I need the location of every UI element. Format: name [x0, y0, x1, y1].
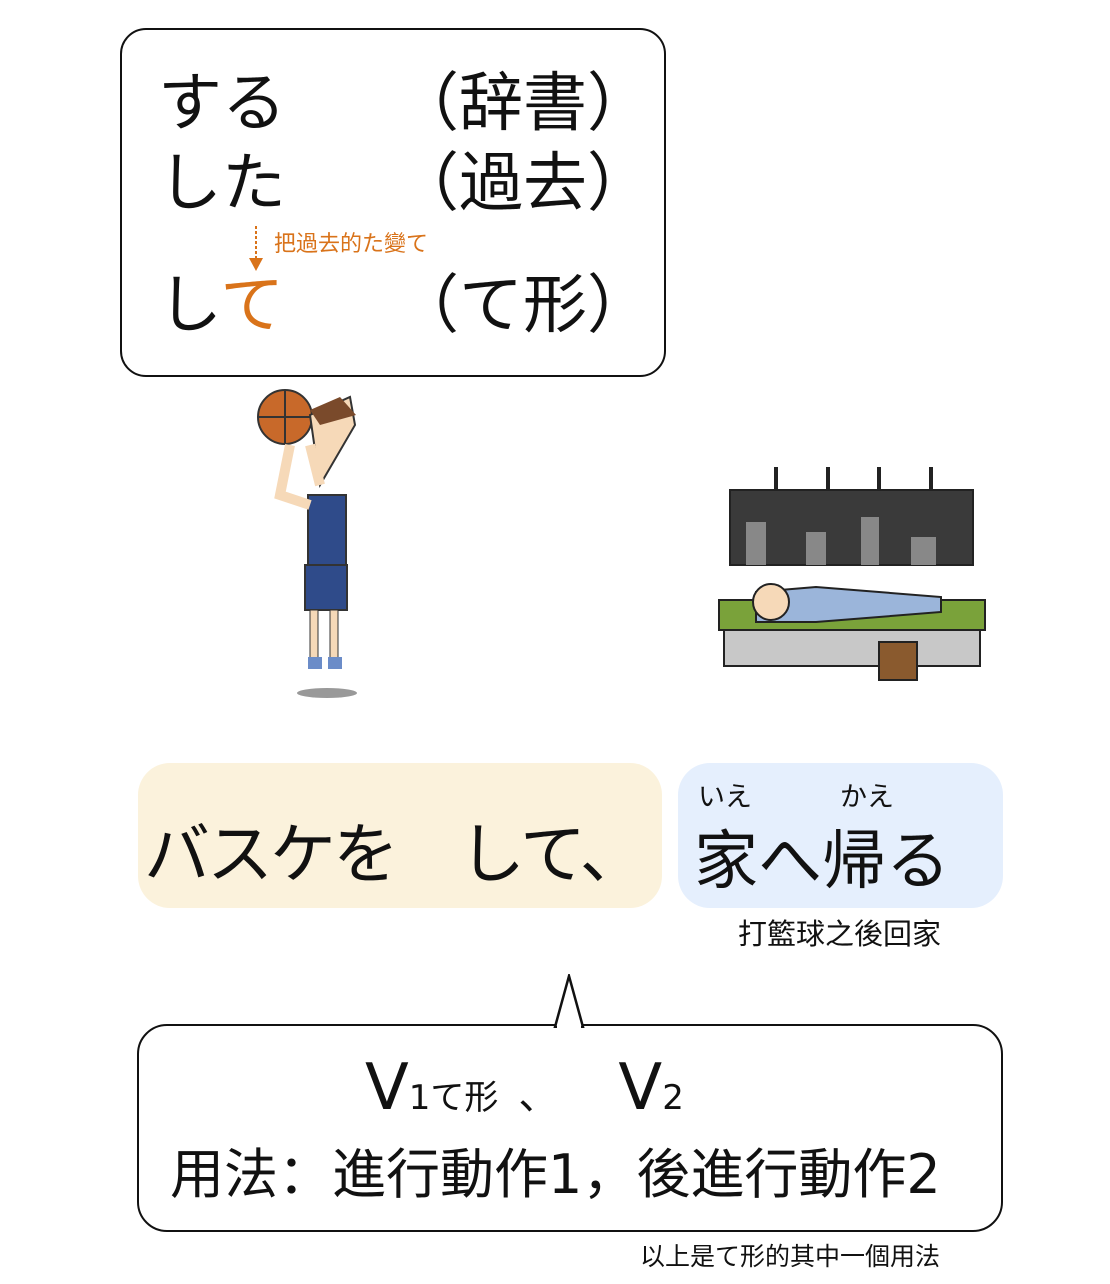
conversion-note: 把過去的た變て: [274, 232, 429, 257]
conjugation-box: [120, 28, 666, 377]
dictionary-form: する: [158, 67, 286, 141]
kanji-ie: 家: [694, 825, 758, 899]
sentence-part2: 家へ帰る: [694, 830, 950, 894]
ruby-kae: かえ: [840, 782, 894, 813]
action1-highlight: [138, 763, 662, 908]
te-stem: し: [158, 269, 221, 343]
down-arrow-icon: [249, 226, 263, 271]
basketball-player-illustration: [257, 389, 357, 698]
kana-he: へ: [758, 825, 822, 899]
action2-highlight: [678, 763, 1003, 908]
v2-subscript: 2: [662, 1078, 684, 1118]
pattern-line: V1て形、V2: [365, 1056, 684, 1126]
usage-text: 用法：進行動作1，後進行動作2: [170, 1143, 941, 1206]
kanji-kae: 帰: [822, 825, 886, 899]
te-label: （て形）: [395, 269, 651, 343]
v2: V: [618, 1051, 663, 1125]
past-form: した: [158, 147, 286, 221]
dictionary-label: （辞書）: [395, 67, 651, 141]
sentence-part1: バスケを して、: [144, 816, 646, 893]
ruby-ie: いえ: [698, 782, 752, 813]
v1-subscript: 1て形: [408, 1078, 499, 1118]
bubble-pointer: [553, 974, 585, 1028]
sleeping-man-bench-illustration: [718, 467, 986, 681]
kana-ru: る: [886, 825, 950, 899]
past-label: （過去）: [395, 147, 651, 221]
te-form: して: [158, 274, 284, 338]
pattern-comma: 、: [518, 1073, 559, 1119]
te-ending: て: [220, 269, 285, 343]
caption: 以上是て形的其中一個用法: [640, 1242, 941, 1271]
v1: V: [365, 1051, 409, 1125]
translation: 打籃球之後回家: [738, 917, 942, 951]
